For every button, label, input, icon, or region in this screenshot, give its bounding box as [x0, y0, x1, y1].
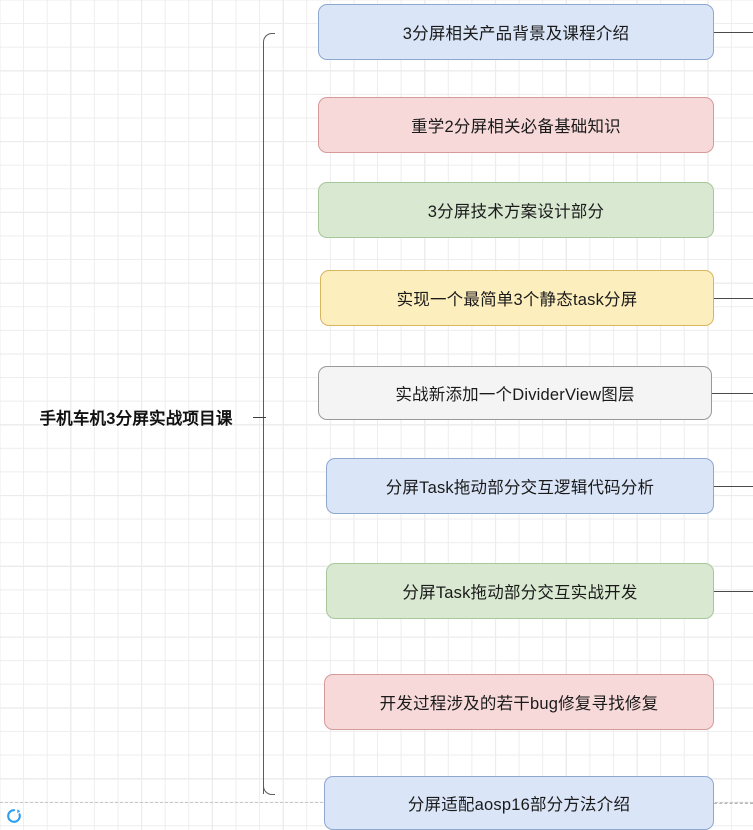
topic-node-label: 开发过程涉及的若干bug修复寻找修复 [379, 695, 659, 713]
connector-root-stub [253, 417, 266, 418]
topic-node[interactable]: 实战新添加一个DividerView图层 [318, 366, 712, 420]
topic-node[interactable]: 重学2分屏相关必备基础知识 [318, 97, 714, 153]
topic-node[interactable]: 3分屏相关产品背景及课程介绍 [318, 4, 714, 60]
connector-cap-top [263, 33, 275, 45]
connector-branch-right [714, 298, 753, 299]
root-node[interactable]: 手机车机3分屏实战项目课 [24, 403, 248, 431]
connector-branch-right [714, 591, 753, 592]
connector-branch-right [714, 32, 753, 33]
topic-node-label: 3分屏相关产品背景及课程介绍 [402, 25, 630, 43]
connector-branch-right [714, 803, 753, 804]
connector-branch-right [714, 486, 753, 487]
topic-node-label: 分屏Task拖动部分交互逻辑代码分析 [385, 479, 655, 497]
topic-node[interactable]: 开发过程涉及的若干bug修复寻找修复 [324, 674, 714, 730]
topic-node-label: 实现一个最简单3个静态task分屏 [396, 291, 638, 309]
root-node-label: 手机车机3分屏实战项目课 [39, 410, 233, 428]
topic-node-label: 3分屏技术方案设计部分 [427, 203, 605, 221]
connector-branch-right [712, 393, 753, 394]
connector-bus-vertical [263, 43, 264, 794]
connector-cap-bottom [263, 783, 275, 795]
topic-node[interactable]: 分屏Task拖动部分交互实战开发 [326, 563, 714, 619]
topic-node[interactable]: 分屏适配aosp16部分方法介绍 [324, 776, 714, 830]
topic-node-label: 重学2分屏相关必备基础知识 [411, 118, 621, 136]
topic-node-label: 实战新添加一个DividerView图层 [395, 386, 635, 404]
topic-node-label: 分屏适配aosp16部分方法介绍 [407, 796, 631, 814]
topic-node[interactable]: 分屏Task拖动部分交互逻辑代码分析 [326, 458, 714, 514]
topic-node-label: 分屏Task拖动部分交互实战开发 [402, 584, 638, 602]
topic-node[interactable]: 3分屏技术方案设计部分 [318, 182, 714, 238]
refresh-icon[interactable] [6, 808, 22, 824]
topic-node[interactable]: 实现一个最简单3个静态task分屏 [320, 270, 714, 326]
